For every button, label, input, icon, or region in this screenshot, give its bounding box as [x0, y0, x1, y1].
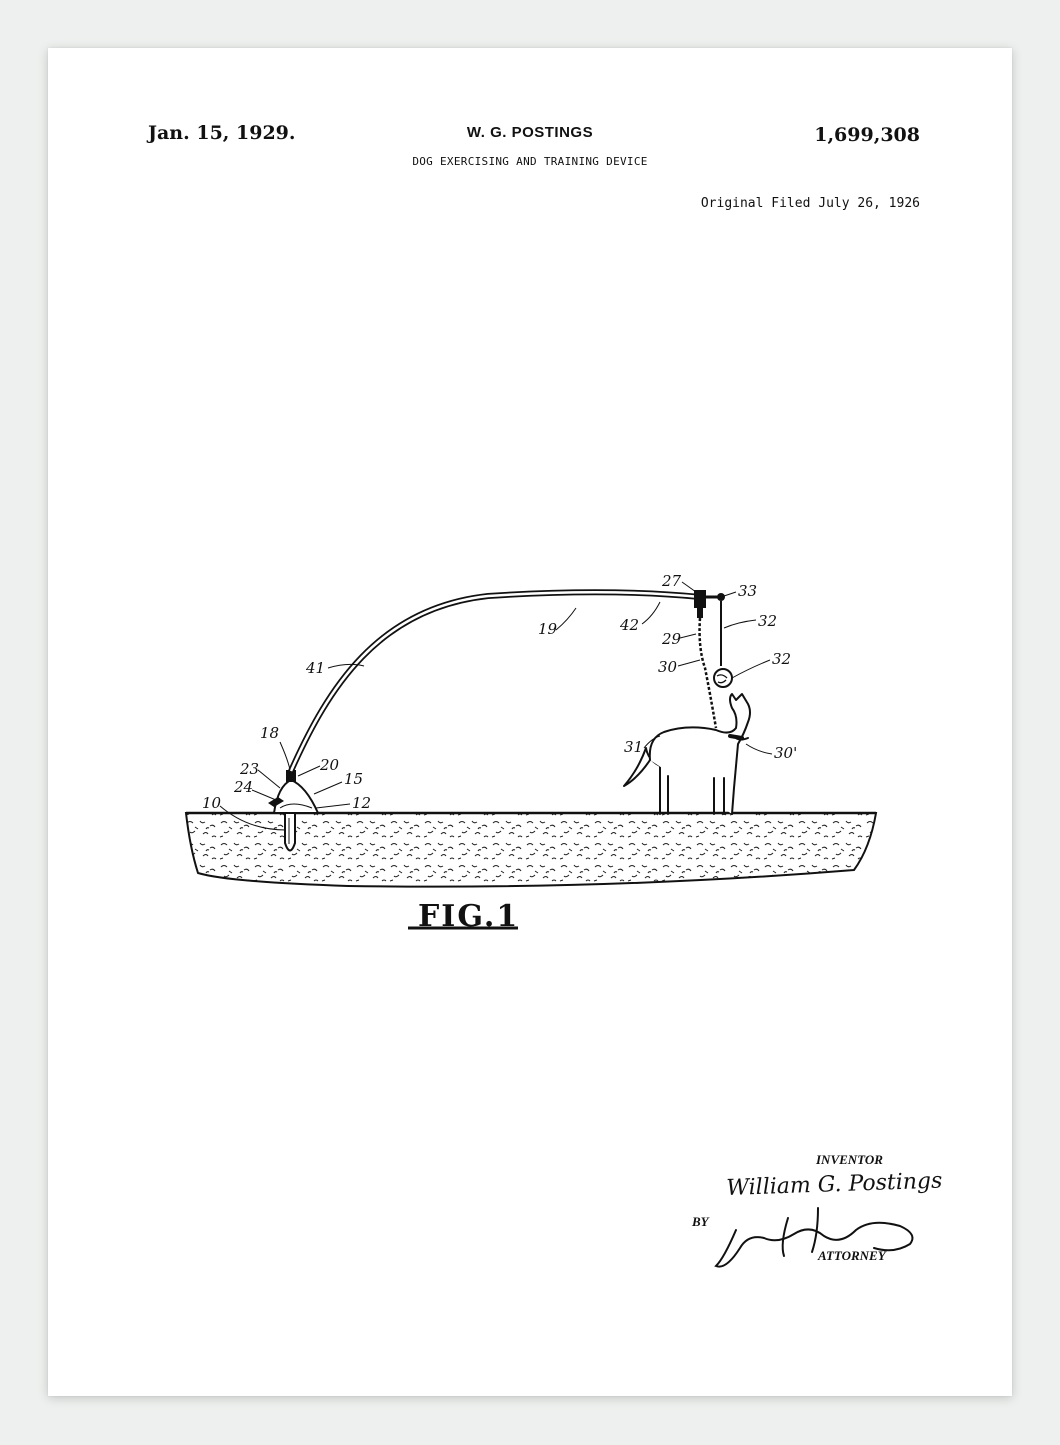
ground-stake — [284, 813, 296, 852]
inventor-header: W. G. POSTINGS — [466, 124, 594, 141]
ref-32a: 32 — [758, 612, 777, 630]
arch-rod — [288, 589, 701, 773]
dog — [623, 693, 751, 815]
attorney-label: ATTORNEY — [818, 1248, 886, 1263]
ref-23: 23 — [239, 760, 259, 778]
ref-19: 19 — [538, 620, 558, 638]
filed-date: Original Filed July 26, 1926 — [700, 196, 920, 211]
ref-12: 12 — [352, 794, 371, 812]
inventor-label: INVENTOR — [816, 1152, 883, 1167]
ref-27: 27 — [661, 572, 682, 590]
patent-title: DOG EXERCISING AND TRAINING DEVICE — [412, 155, 648, 168]
hanging-toy — [713, 601, 733, 688]
ref-32b: 32 — [772, 650, 791, 668]
ref-15: 15 — [344, 770, 363, 788]
ref-30-prime: 30' — [774, 744, 797, 762]
ref-24: 24 — [233, 778, 253, 796]
ref-29: 29 — [661, 630, 682, 648]
swivel-head — [694, 590, 725, 618]
attorney-signature — [714, 1207, 914, 1268]
leader-lines — [219, 581, 773, 831]
patent-date: Jan. 15, 1929. — [148, 122, 296, 144]
patent-number: 1,699,308 — [814, 124, 920, 146]
ref-41: 41 — [305, 659, 325, 677]
ref-42: 42 — [619, 616, 639, 634]
by-label: BY — [692, 1214, 709, 1229]
ref-18: 18 — [260, 724, 279, 742]
base-dome — [268, 770, 320, 814]
ref-20: 20 — [319, 756, 340, 774]
ref-10: 10 — [202, 794, 222, 812]
ref-31: 31 — [624, 738, 643, 756]
ref-33: 33 — [738, 582, 757, 600]
chain-leash — [698, 617, 718, 729]
patent-sheet: Jan. 15, 1929. W. G. POSTINGS 1,699,308 … — [48, 48, 1012, 1396]
patent-drawing: FIG.1 27 33 32 19 42 29 30 32 41 31 30' … — [184, 572, 914, 1268]
ref-30: 30 — [658, 658, 678, 676]
